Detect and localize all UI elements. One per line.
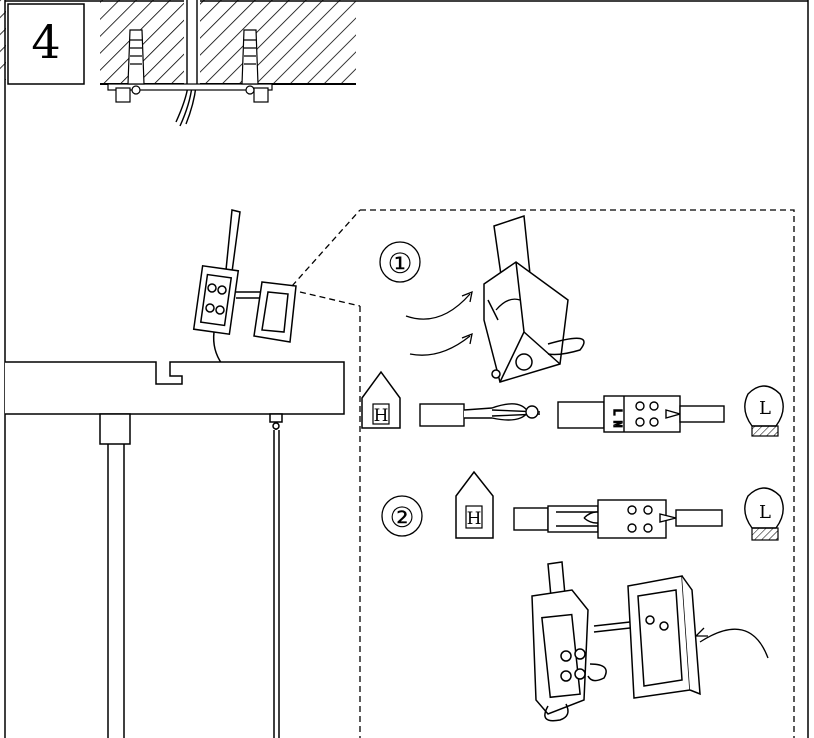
sub-step-1-marker: ① (379, 241, 421, 283)
bulb-label-row2: L (759, 502, 771, 523)
connector-housing-step1 (483, 214, 585, 383)
wall-anchor-right (241, 29, 269, 103)
step-number-box (7, 3, 85, 85)
terminal-row1: L N (557, 395, 725, 433)
zoom-leader (291, 209, 361, 307)
sub-step-2-label: ② (389, 501, 414, 534)
house-label-row2: H (467, 509, 482, 529)
joined-connector-row2 (513, 499, 723, 539)
house-icon-row2: H (455, 470, 494, 539)
terminal-block-assembly (531, 561, 631, 722)
wall-anchor-left (115, 29, 145, 103)
step-number: 4 (31, 15, 61, 69)
step-number-panel: 4 (8, 4, 84, 82)
fixture-bar (5, 361, 345, 738)
left-edge-hatch (0, 0, 6, 80)
terminal-block-mounted (192, 209, 297, 365)
sub-step-2-marker: ② (381, 495, 423, 537)
house-label-row1: H (374, 406, 389, 426)
bulb-icon-row2: L (744, 487, 784, 541)
terminal-label-neutral: N (611, 421, 624, 428)
ceiling (100, 0, 356, 127)
sub-step-1-label: ① (387, 247, 412, 280)
plug-row1 (419, 403, 541, 427)
terminal-label-live: L (611, 409, 624, 416)
house-icon-row1: H (361, 370, 401, 429)
motion-arrows (405, 290, 769, 659)
terminal-cover (627, 575, 701, 699)
bulb-icon-row1: L (744, 385, 784, 437)
detail-panel-border (359, 209, 795, 738)
bulb-label-row1: L (759, 398, 771, 419)
